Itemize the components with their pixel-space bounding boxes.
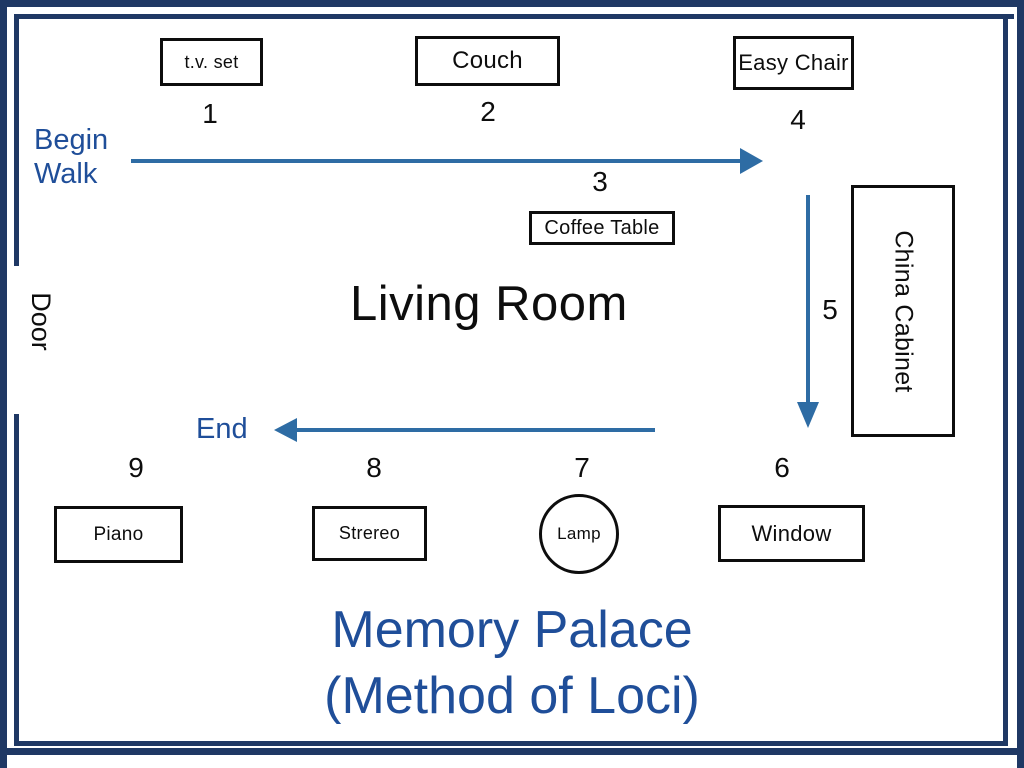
furniture-window: Window	[718, 505, 865, 562]
title-line-2: (Method of Loci)	[324, 666, 700, 725]
furniture-tv-set: t.v. set	[160, 38, 263, 86]
loci-number-6: 6	[774, 452, 790, 483]
furniture-couch: Couch	[415, 36, 560, 86]
loci-number-8: 8	[366, 452, 382, 483]
loci-number-3: 3	[592, 166, 608, 197]
outer-frame-top	[0, 0, 1024, 7]
room-wall-left-lower	[14, 414, 19, 746]
begin-walk-label: Begin Walk	[34, 124, 134, 191]
end-arrow-head-icon	[274, 418, 297, 442]
cabinet-arrow-head-icon	[797, 402, 819, 428]
cabinet-arrow-line	[806, 195, 810, 405]
room-wall-bottom	[14, 741, 1008, 746]
end-arrow-line	[296, 428, 655, 432]
room-wall-left-upper	[14, 14, 19, 266]
loci-number-4: 4	[790, 104, 806, 135]
living-room-label: Living Room	[350, 277, 628, 331]
loci-number-2: 2	[480, 96, 496, 127]
end-label: End	[196, 413, 248, 445]
loci-number-5: 5	[822, 294, 838, 325]
loci-number-9: 9	[128, 452, 144, 483]
walk-arrow-head-icon	[740, 148, 763, 174]
outer-frame-right	[1017, 0, 1024, 768]
walk-arrow-line	[131, 159, 746, 163]
title-line-1: Memory Palace	[331, 601, 693, 659]
furniture-coffee-table: Coffee Table	[529, 211, 675, 245]
china-cabinet-label: China Cabinet	[889, 229, 918, 393]
outer-frame-left	[0, 0, 7, 768]
furniture-china-cabinet: China Cabinet	[851, 185, 955, 437]
room-wall-right	[1003, 14, 1008, 746]
loci-number-1: 1	[202, 98, 218, 129]
furniture-lamp: Lamp	[539, 494, 619, 574]
door-label: Door	[25, 292, 56, 351]
begin-walk-line-1: Begin	[34, 124, 109, 156]
loci-number-7: 7	[574, 452, 590, 483]
furniture-easy-chair: Easy Chair	[733, 36, 854, 90]
begin-walk-line-2: Walk	[34, 157, 98, 190]
outer-frame-bottom	[0, 748, 1024, 755]
room-wall-top	[14, 14, 1014, 19]
diagram-title: Memory Palace (Method of Loci)	[0, 598, 1024, 729]
furniture-stereo: Strereo	[312, 506, 427, 561]
furniture-piano: Piano	[54, 506, 183, 563]
